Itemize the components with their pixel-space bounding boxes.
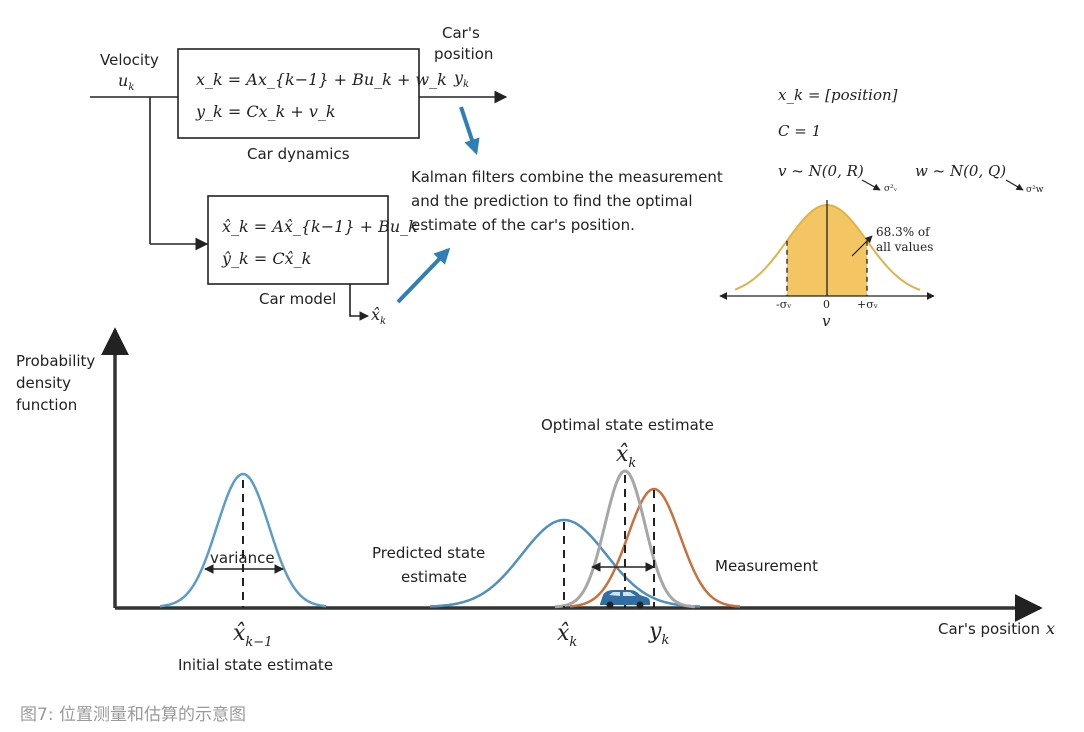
pdf-ylabel-3: function [16,396,77,414]
model-eq-1: x̂_k = Ax̂_{k−1} + Bu_k [222,217,418,236]
v-distribution: v ~ N(0, R) [778,162,864,180]
tick-zero: 0 [823,298,830,311]
sigma-w-squared: σ²w [1026,185,1044,195]
tick-plus-sigma: +σᵥ [857,298,878,311]
pdf-ylabel-1: Probability [16,352,95,370]
pct-pointer [851,235,873,257]
pdf-ylabel-2: density [16,374,71,392]
noise-axis-variable: v [822,312,831,330]
measurement-symbol: yk [648,619,669,648]
measurement-symbol-top: yk [453,68,469,90]
sigma-w-pointer [1005,179,1024,191]
car-model-caption: Car model [259,290,336,308]
car-model-box [207,195,389,285]
initial-symbol: x̂k−1 [233,621,272,650]
model-output-arrow [349,284,369,321]
dynamics-eq-2: y_k = Cx_k + v_k [195,102,336,121]
optimal-estimate-curve [554,469,696,609]
block-diagram: Velocity uk x_k = Ax_{k−1} + Bu_k + w_k … [90,24,723,327]
measurement-curve [569,487,741,608]
prediction-blue-arrow [396,247,451,304]
w-distribution: w ~ N(0, Q) [915,162,1006,180]
pct-label-2: all values [876,240,933,254]
noise-inset: x_k = [position] C = 1 v ~ N(0, R) w ~ N… [719,86,1044,330]
tick-minus-sigma: -σᵥ [776,298,791,311]
position-label-2: position [434,45,493,63]
optimal-label: Optimal state estimate [541,416,714,434]
sigma-v-pointer [861,179,881,191]
velocity-label: Velocity [100,51,159,69]
initial-label: Initial state estimate [178,656,333,674]
variance-label: variance [210,549,275,567]
predicted-label-1: Predicted state [372,544,485,562]
sigma-v-squared: σ²ᵥ [884,184,898,194]
car-dynamics-box [177,48,420,139]
model-output-symbol: x̂k [371,305,386,327]
kalman-text-1: Kalman filters combine the measurement [411,168,723,186]
predicted-estimate-curve [429,518,700,608]
car-dynamics-caption: Car dynamics [247,145,350,163]
velocity-symbol: uk [118,71,134,93]
dynamics-eq-1: x_k = Ax_{k−1} + Bu_k + w_k [196,70,447,89]
measurement-label: Measurement [715,557,818,575]
predicted-label-2: estimate [401,568,467,586]
position-label-1: Car's [442,24,480,42]
figure-caption: 图7: 位置测量和估算的示意图 [20,705,246,725]
pdf-plot: Probability density function Car's posit… [16,327,1055,674]
model-eq-2: ŷ_k = Cx̂_k [221,249,311,268]
car-icon [600,590,650,609]
optimal-symbol: x̂k [616,442,636,471]
initial-estimate-curve [159,472,327,608]
pct-label-1: 68.3% of [876,225,931,239]
measurement-blue-arrow [459,106,480,156]
predicted-symbol: x̂k [557,621,577,650]
state-definition: x_k = [position] [778,86,898,104]
kalman-text-2: and the prediction to find the optimal [411,192,693,210]
kalman-text-3: estimate of the car's position. [411,216,635,234]
c-definition: C = 1 [778,122,821,140]
